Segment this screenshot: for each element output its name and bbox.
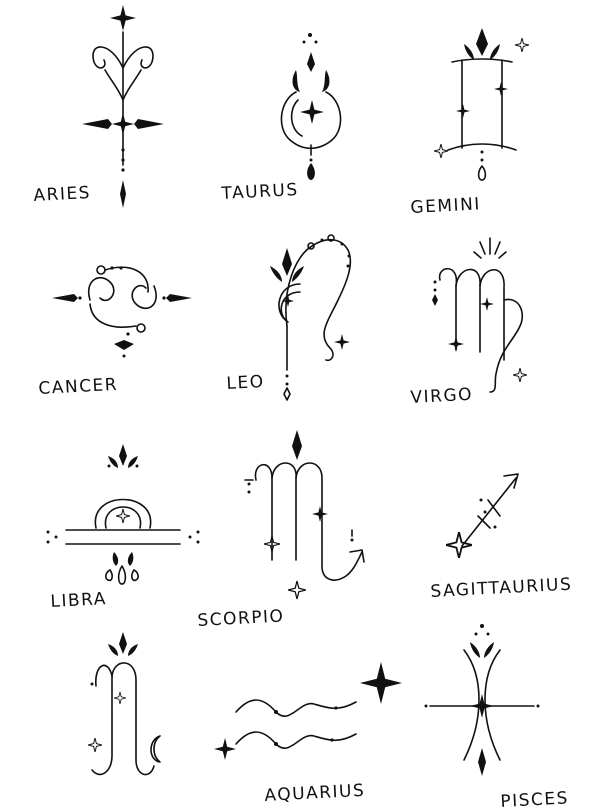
- aquarius-label: AQUARIUS: [264, 780, 366, 806]
- sagittarius-symbol: [446, 473, 519, 558]
- capricorn-symbol: [88, 632, 161, 776]
- taurus-label: TAURUS: [221, 179, 300, 204]
- virgo-label: VIRGO: [410, 384, 474, 408]
- aquarius-symbol: [214, 662, 402, 760]
- leo-label: LEO: [226, 372, 266, 394]
- virgo-symbol: [432, 237, 527, 393]
- gemini-label: GEMINI: [410, 194, 482, 218]
- libra-symbol: [46, 444, 200, 585]
- gemini-symbol: [434, 28, 529, 181]
- scorpio-symbol: [244, 430, 365, 600]
- pisces-label: PISCES: [500, 788, 570, 812]
- cancer-label: CANCER: [38, 374, 119, 399]
- leo-symbol: [270, 234, 352, 401]
- libra-label: LIBRA: [50, 589, 108, 612]
- cancer-symbol: [52, 265, 192, 358]
- pisces-symbol: [424, 624, 540, 776]
- aries-label: ARIES: [33, 182, 92, 206]
- aries-symbol: [82, 5, 164, 208]
- taurus-symbol: [280, 33, 342, 180]
